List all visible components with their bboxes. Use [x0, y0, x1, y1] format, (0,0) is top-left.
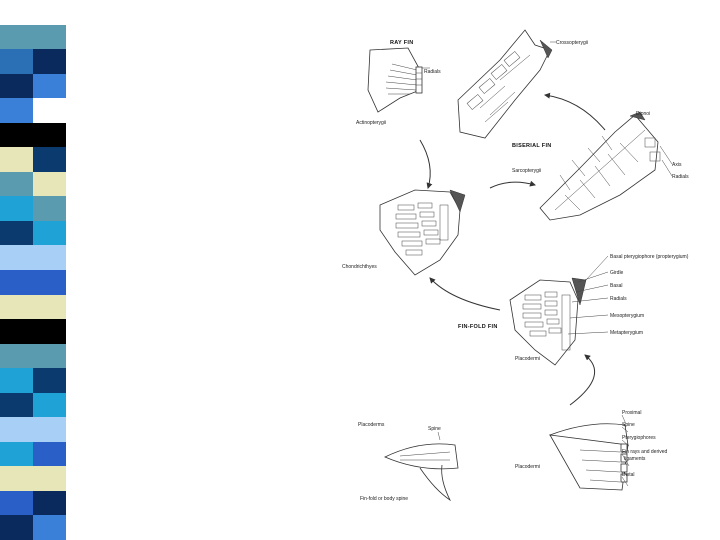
stripe-block — [0, 344, 33, 369]
actinopterygii-label: Actinopterygii — [356, 120, 386, 126]
stripe-block — [0, 442, 33, 467]
stripe-block — [33, 147, 66, 172]
stripe-block — [33, 0, 66, 25]
stripe-block — [33, 466, 66, 491]
fin-fold-placodermi-label: Placodermi — [515, 356, 540, 362]
fin-fold-label-0: Basal pterygiophore (propterygium) — [610, 254, 689, 260]
fin-rays-sublabel: ligaments — [624, 456, 646, 462]
stripe-block — [33, 245, 66, 270]
stripe-block — [0, 417, 33, 442]
distal-label: Distal — [622, 472, 635, 478]
stripe-block — [0, 466, 33, 491]
stripe-column-left — [0, 0, 33, 540]
fin-fold-fin-title: FIN-FOLD FIN — [458, 324, 498, 330]
stripe-block — [33, 123, 66, 148]
stripe-block — [33, 98, 66, 123]
stripe-block — [0, 147, 33, 172]
stripe-block — [0, 172, 33, 197]
stripe-block — [33, 74, 66, 99]
placoderm-spine-fin-drawing — [550, 424, 628, 490]
stripe-block — [0, 491, 33, 516]
biserial-radials-label: Radials — [672, 174, 689, 180]
stripe-block — [33, 442, 66, 467]
stripe-block — [0, 295, 33, 320]
stripe-block — [33, 221, 66, 246]
crossopterygii-fin-drawing — [458, 30, 552, 138]
fin-fold-label-1: Girdle — [610, 270, 624, 276]
stripe-block — [0, 515, 33, 540]
evolution-arrows — [420, 95, 605, 405]
stripe-block — [0, 270, 33, 295]
stripe-block — [0, 196, 33, 221]
stripe-block — [33, 344, 66, 369]
stripe-block — [0, 245, 33, 270]
stripe-block — [33, 295, 66, 320]
fin-fold-label-5: Metapterygium — [610, 330, 643, 336]
crossopterygii-label: Crossopterygii — [556, 40, 588, 46]
stripe-block — [33, 172, 66, 197]
dipnoi-label: Dipnoi — [636, 111, 650, 117]
decorative-color-stripe — [0, 0, 66, 540]
fin-evolution-diagram: RAY FIN Radials Actinopterygii Crossopte… — [340, 20, 700, 520]
fin-rays-label: Fin rays and derived — [622, 449, 668, 455]
fin-fold-fin-drawing — [510, 278, 586, 365]
fin-fold-label-4: Mesopterygium — [610, 313, 644, 319]
fin-fold-label-2: Basal — [610, 283, 623, 289]
ray-fin-radials-label: Radials — [424, 69, 441, 75]
stripe-block — [33, 417, 66, 442]
stripe-block — [0, 0, 33, 25]
stripe-block — [33, 49, 66, 74]
fin-fold-or-body-spine-label: Fin-fold or body spine — [360, 496, 408, 502]
stripe-block — [0, 221, 33, 246]
stripe-block — [0, 368, 33, 393]
axis-label: Axis — [672, 162, 682, 168]
stripe-block — [0, 25, 33, 50]
stripe-block — [0, 49, 33, 74]
ray-fin-title: RAY FIN — [390, 40, 414, 46]
biserial-fin-drawing — [540, 112, 660, 220]
stripe-block — [0, 319, 33, 344]
spine-placodermi-label: Placodermi — [515, 464, 540, 470]
chondrichthyes-label: Chondrichthyes — [342, 264, 377, 270]
stripe-column-right — [33, 0, 66, 540]
chondrichthyes-fin-drawing — [380, 190, 465, 275]
placoderms-label: Placoderms — [358, 422, 385, 428]
spine-right-label: Spine — [622, 422, 635, 428]
stripe-block — [33, 319, 66, 344]
stripe-block — [33, 491, 66, 516]
sarcopterygii-label: Sarcopterygii — [512, 168, 541, 174]
ray-fin-drawing — [368, 48, 422, 112]
stripe-block — [0, 74, 33, 99]
stripe-block — [33, 270, 66, 295]
biserial-fin-title: BISERIAL FIN — [512, 143, 552, 149]
pterygiophores-label: Pterygiophores — [622, 435, 656, 441]
stripe-block — [33, 515, 66, 540]
proximal-label: Proximal — [622, 410, 641, 416]
stripe-block — [0, 393, 33, 418]
stripe-block — [33, 196, 66, 221]
stripe-block — [33, 393, 66, 418]
stripe-block — [33, 368, 66, 393]
stripe-block — [0, 123, 33, 148]
placoderm-spine-drawing — [385, 444, 458, 500]
spine-label: Spine — [428, 426, 441, 432]
fin-fold-label-3: Radials — [610, 296, 627, 302]
stripe-block — [0, 98, 33, 123]
stripe-block — [33, 25, 66, 50]
